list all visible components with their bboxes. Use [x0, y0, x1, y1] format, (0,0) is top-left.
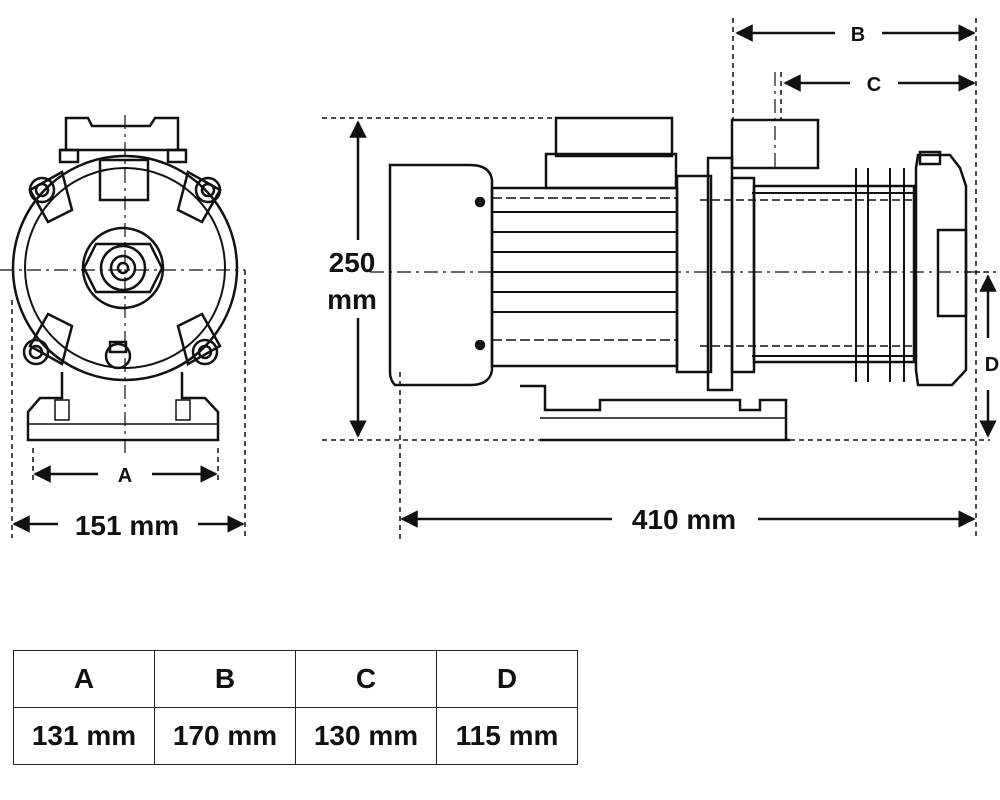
dim-c-label: C [867, 74, 881, 96]
table-cell: 170 mm [154, 707, 296, 765]
table-header-row: A B C D [13, 650, 578, 708]
pump-front-view [11, 116, 239, 442]
dim-d-label: D [985, 354, 999, 376]
side-centerlines [370, 72, 985, 273]
table-cell: 130 mm [295, 707, 437, 765]
table-cell: 131 mm [13, 707, 155, 765]
front-centerlines [0, 115, 245, 455]
table-header-cell: A [13, 650, 155, 708]
table-row: 131 mm 170 mm 130 mm 115 mm [13, 707, 578, 765]
front-dimension-lines [11, 270, 246, 538]
side-dimension-lines [322, 18, 996, 540]
height-value: 250 [329, 247, 376, 278]
width-label: 151 mm [75, 510, 179, 541]
table-header-cell: C [295, 650, 437, 708]
pump-side-view [388, 116, 968, 442]
length-label: 410 mm [632, 504, 736, 535]
table-header-cell: B [154, 650, 296, 708]
table-cell: 115 mm [436, 707, 578, 765]
height-unit: mm [327, 284, 377, 315]
table-header-cell: D [436, 650, 578, 708]
dimension-table: A B C D 131 mm 170 mm 130 mm 115 mm [13, 650, 578, 765]
dim-b-label: B [851, 24, 865, 46]
dim-a-label: A [118, 465, 132, 487]
